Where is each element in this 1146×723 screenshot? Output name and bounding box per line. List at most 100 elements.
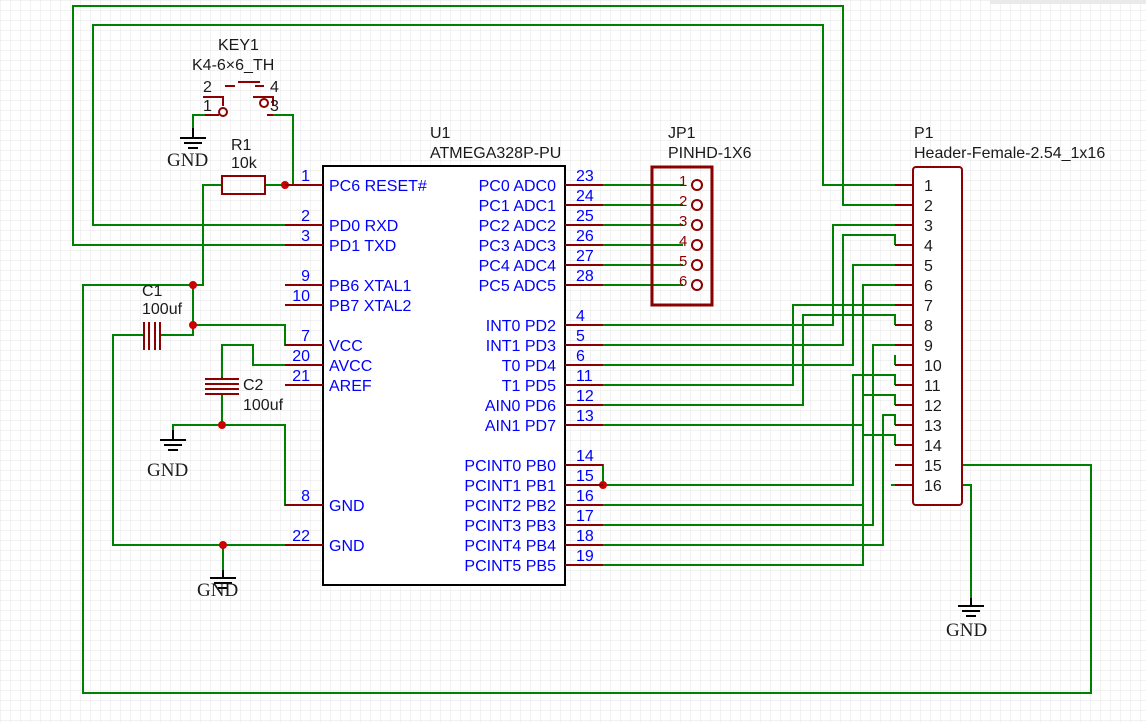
wire-pd1-to-p1-pin1[interactable] <box>72 5 895 246</box>
jp1-pin-number: 2 <box>679 193 687 210</box>
jp1-pin-hole[interactable] <box>691 259 703 271</box>
jp1-pin-number: 4 <box>679 233 687 250</box>
u1-pin-number: 23 <box>576 168 594 185</box>
c1-value: 100uf <box>142 301 183 318</box>
u1-pin-number: 18 <box>576 528 594 545</box>
gnd-symbol-key[interactable]: GND <box>167 128 208 171</box>
u1-pin-name: T0 PD4 <box>502 358 556 375</box>
wire-c2-gnd-to-u1-pin8[interactable] <box>172 424 222 430</box>
u1-pin-name: PD0 RXD <box>329 218 398 235</box>
p1-pin-number: 15 <box>924 458 942 475</box>
gnd-label-header: GND <box>946 620 987 641</box>
u1-pin-name: AVCC <box>329 358 372 375</box>
p1-designator: P1 <box>914 125 934 142</box>
wire-c1-to-gnd[interactable] <box>112 334 223 546</box>
u1-designator: U1 <box>430 125 451 142</box>
wire-pb2-to-p1[interactable] <box>585 394 896 506</box>
u1-pin-number: 19 <box>576 548 594 565</box>
jp1-body <box>650 165 714 307</box>
wires <box>72 5 1092 694</box>
u1-pin-number: 5 <box>576 328 585 345</box>
r1-resistor[interactable]: R1 10k <box>221 137 266 195</box>
jp1-pin-hole[interactable] <box>691 179 703 191</box>
u1-pin-number: 4 <box>576 308 585 325</box>
jp1-pin-hole[interactable] <box>691 219 703 231</box>
u1-pin-number: 3 <box>301 228 310 245</box>
u1-pin-name: PCINT2 PB2 <box>464 498 556 515</box>
u1-pin-number: 9 <box>301 268 310 285</box>
wire-pd3-to-p1[interactable] <box>585 234 896 346</box>
u1-pin-number: 24 <box>576 188 594 205</box>
u1-pin-number: 6 <box>576 348 585 365</box>
p1-pin-number: 13 <box>924 418 942 435</box>
p1-body <box>912 166 963 506</box>
jp1-value: PINHD-1X6 <box>668 145 752 162</box>
wire-pd0-to-p1-pin2[interactable] <box>92 24 895 226</box>
p1-pin-number: 6 <box>924 278 933 295</box>
p1-pin-number: 4 <box>924 238 933 255</box>
p1-pin-number: 14 <box>924 438 942 455</box>
wire-pb1-to-p1[interactable] <box>585 374 896 486</box>
jp1-pin-number: 5 <box>679 253 687 270</box>
u1-pin-number: 16 <box>576 488 594 505</box>
u1-pin-number: 14 <box>576 448 594 465</box>
u1-value: ATMEGA328P-PU <box>430 145 561 162</box>
junction-c2-gnd <box>218 421 226 429</box>
p1-pin-number: 7 <box>924 298 933 315</box>
gnd-symbol-u1[interactable]: GND <box>197 570 238 601</box>
wire-pd2-to-p1[interactable] <box>585 224 895 326</box>
c2-designator: C2 <box>243 377 264 394</box>
u1-pin-name: GND <box>329 538 365 555</box>
wire-pb5-to-p1[interactable] <box>585 434 896 566</box>
u1-pin-name: PC0 ADC0 <box>479 178 556 195</box>
u1-pin-name: VCC <box>329 338 363 355</box>
wire-c2-to-avcc[interactable] <box>221 344 305 377</box>
u1-pin-number: 27 <box>576 248 594 265</box>
u1-pin-name: PC6 RESET# <box>329 178 427 195</box>
u1-pin-name: PCINT1 PB1 <box>464 478 556 495</box>
u1-pin-name: AIN1 PD7 <box>485 418 556 435</box>
u1-pin-name: PC5 ADC5 <box>479 278 556 295</box>
u1-pin-number: 8 <box>301 488 310 505</box>
r1-designator: R1 <box>231 137 252 154</box>
u1-pin-number: 21 <box>292 368 310 385</box>
gnd-label-key: GND <box>167 150 208 171</box>
key1-pin-2: 2 <box>203 79 212 96</box>
wire-vcc-to-p1-pin15[interactable] <box>82 284 1092 694</box>
p1-pin-number: 3 <box>924 218 933 235</box>
jp1-pin-hole[interactable] <box>691 279 703 291</box>
u1-body <box>322 165 566 586</box>
wire-key-to-gnd[interactable] <box>192 114 205 128</box>
u1-pin-name: PC2 ADC2 <box>479 218 556 235</box>
key1-value: K4-6×6_TH <box>192 57 274 74</box>
u1-pin-number: 17 <box>576 508 594 525</box>
sheet-corner-shadow <box>990 0 1146 4</box>
wire-pd6-to-p1[interactable] <box>585 314 896 406</box>
wire-pd7-to-p1[interactable] <box>585 284 895 426</box>
wire-r1-to-vcc-node[interactable] <box>193 184 222 286</box>
u1-pin-name: PCINT5 PB5 <box>464 558 556 575</box>
u1-pin-number: 7 <box>301 328 310 345</box>
key1-switch[interactable]: KEY1 K4-6×6_TH 2 4 1 3 <box>192 37 279 117</box>
u1-pin-number: 15 <box>576 468 594 485</box>
u1-pin-name: PCINT0 PB0 <box>464 458 556 475</box>
u1-pin-number: 28 <box>576 268 594 285</box>
wire-pd5-to-p1[interactable] <box>585 304 895 386</box>
gnd-symbol-header[interactable]: GND <box>946 598 987 641</box>
jp1-pin-hole[interactable] <box>691 199 703 211</box>
wire-pb4-to-p1[interactable] <box>585 414 896 546</box>
u1-pin-name: AREF <box>329 378 372 395</box>
c1-capacitor[interactable]: C1 100uf <box>142 283 183 350</box>
u1-pin-number: 10 <box>292 288 310 305</box>
gnd-symbol-c2[interactable]: GND <box>147 430 188 481</box>
jp1-pin-hole[interactable] <box>691 239 703 251</box>
jp1-designator: JP1 <box>668 125 696 142</box>
key1-pin-3: 3 <box>270 98 279 115</box>
c2-capacitor[interactable]: C2 100uf <box>205 377 284 414</box>
p1-header[interactable]: P1 Header-Female-2.54_1x16 1234567891011… <box>895 125 1105 506</box>
